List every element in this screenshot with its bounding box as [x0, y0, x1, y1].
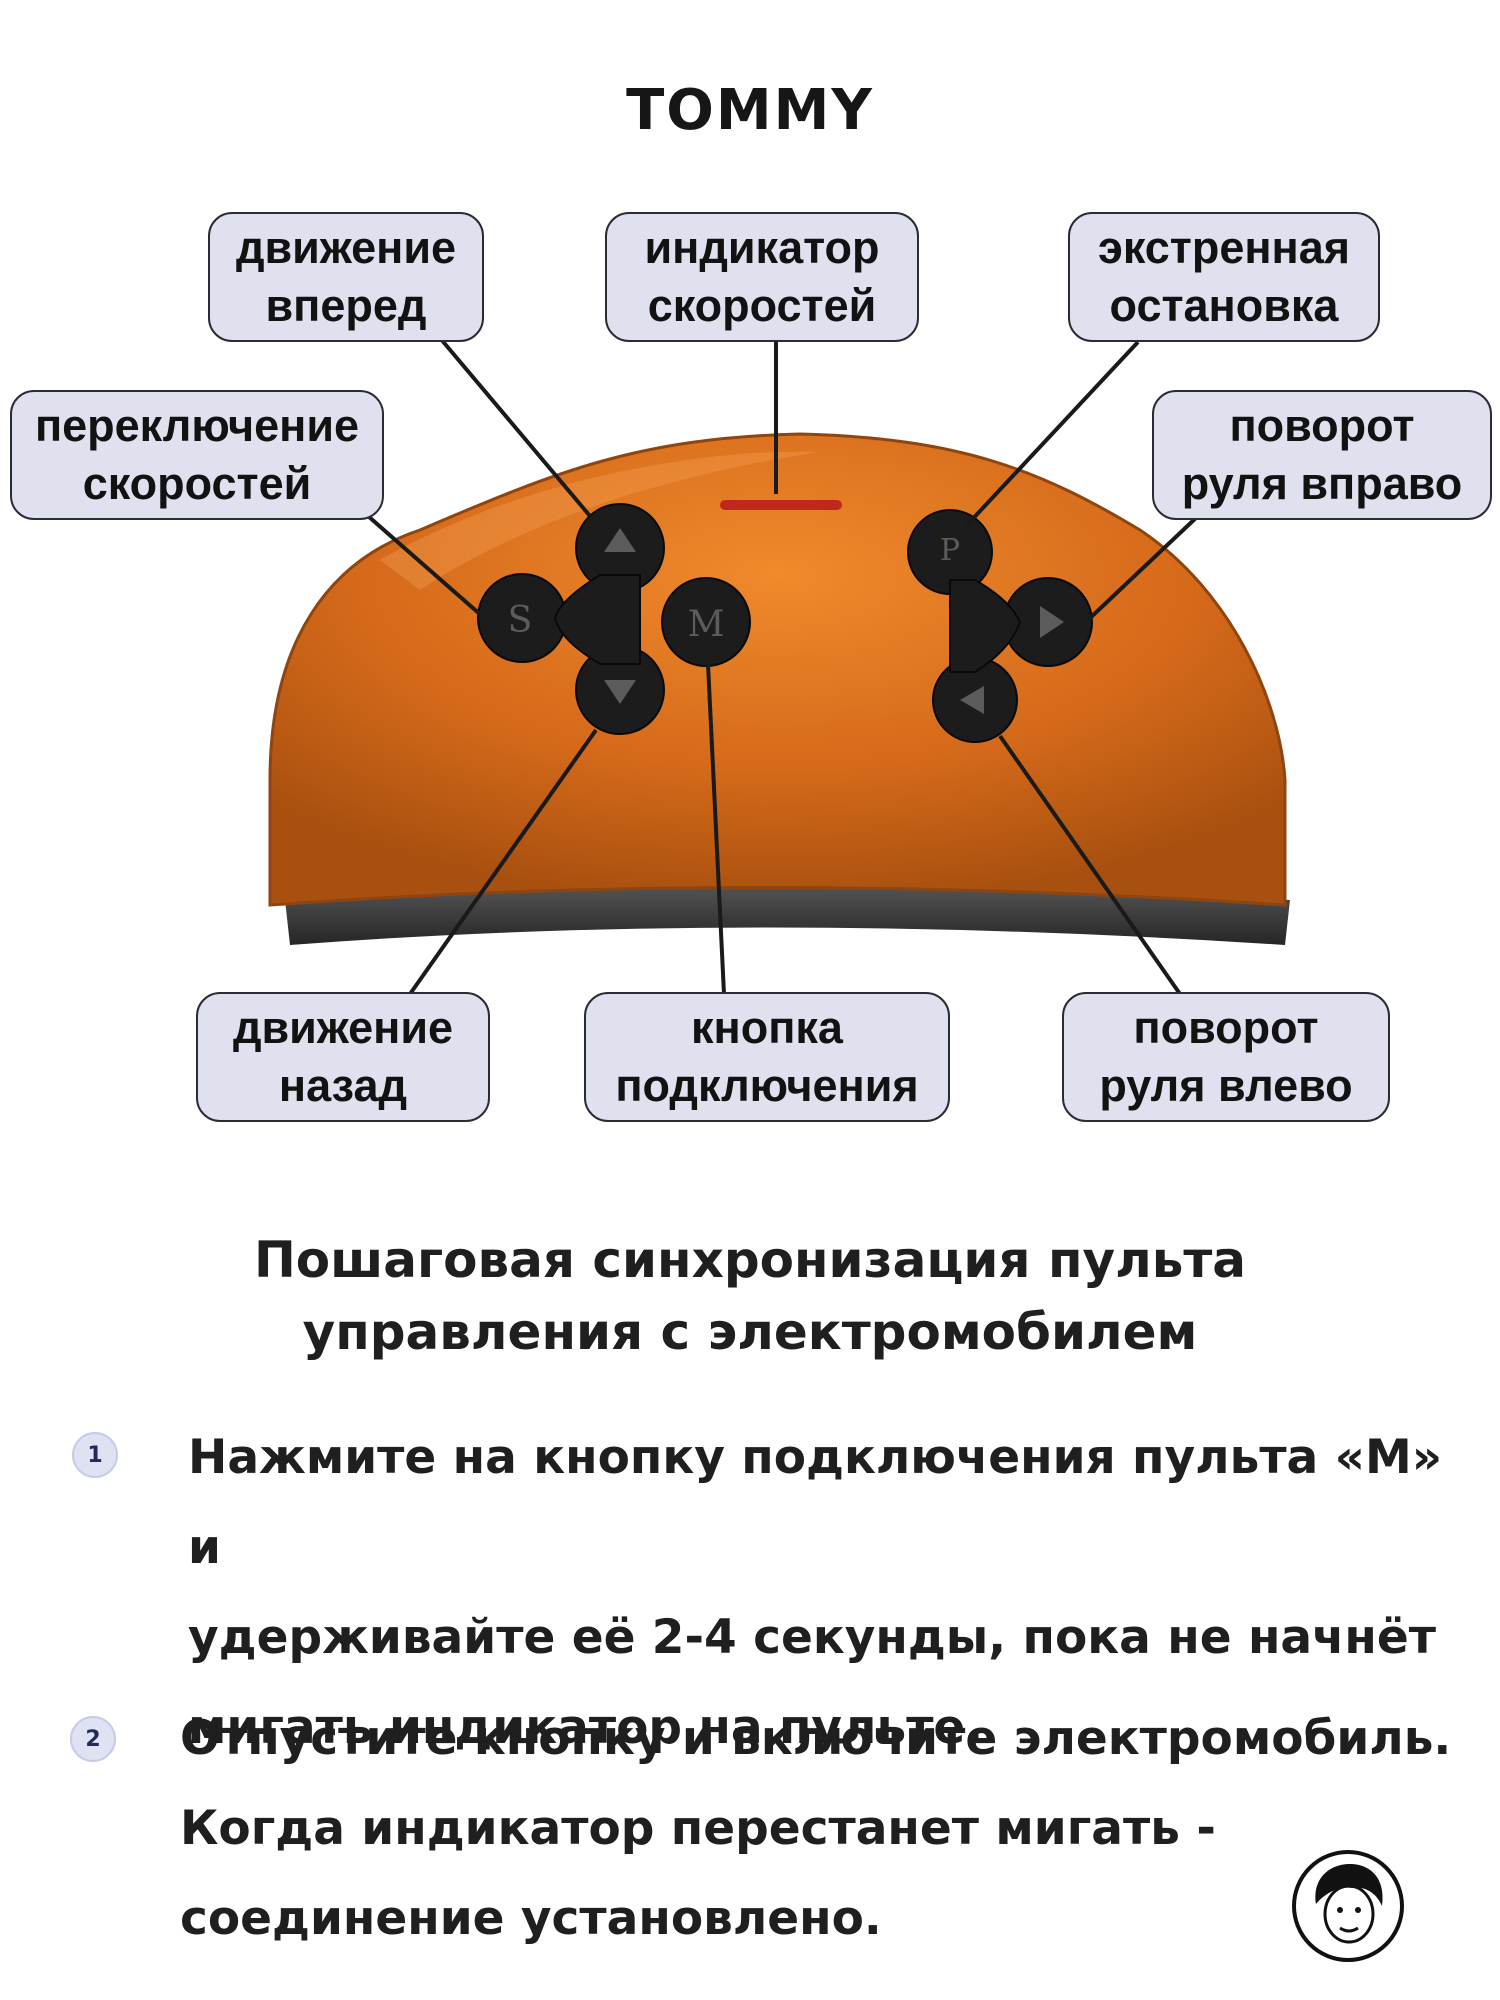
callout-backward: движение назад — [196, 992, 490, 1122]
instructions-title: Пошаговая синхронизация пульта управлени… — [253, 1231, 1247, 1361]
step-1-badge: 1 — [72, 1432, 118, 1478]
arrow-up-icon — [604, 528, 636, 552]
m-button-label: M — [688, 604, 725, 645]
callout-speed-switch: переключение скоростей — [10, 390, 384, 520]
speed-indicator-led — [720, 500, 842, 510]
remote-base — [285, 877, 1290, 945]
arrow-left-icon — [960, 686, 984, 714]
callout-turn-right: поворот руля вправо — [1152, 390, 1492, 520]
callout-turn-left: поворот руля влево — [1062, 992, 1390, 1122]
arrow-down-icon — [604, 680, 636, 704]
m-connect-button — [661, 577, 751, 667]
p-button-label: P — [940, 533, 960, 568]
callout-connect-button: кнопка подключения — [584, 992, 950, 1122]
step-2-text: Отпустите кнопку и включите электромобил… — [180, 1711, 1452, 1946]
remote-control-illustration: S M P — [268, 336, 1290, 996]
step-1-text: Нажмите на кнопку подключения пульта «М»… — [188, 1430, 1443, 1755]
remote-body — [268, 432, 1287, 907]
face-logo-icon — [1292, 1850, 1404, 1962]
brand-logo-text: TOMMY — [626, 78, 874, 143]
step-2-badge: 2 — [70, 1716, 116, 1762]
callout-leader-lines — [366, 336, 1200, 996]
arrow-right-icon — [1040, 606, 1064, 638]
callout-speed-indicator: индикатор скоростей — [605, 212, 919, 342]
callout-emergency-stop: экстренная остановка — [1068, 212, 1380, 342]
callout-forward: движение вперед — [208, 212, 484, 342]
s-button-label: S — [508, 600, 533, 641]
